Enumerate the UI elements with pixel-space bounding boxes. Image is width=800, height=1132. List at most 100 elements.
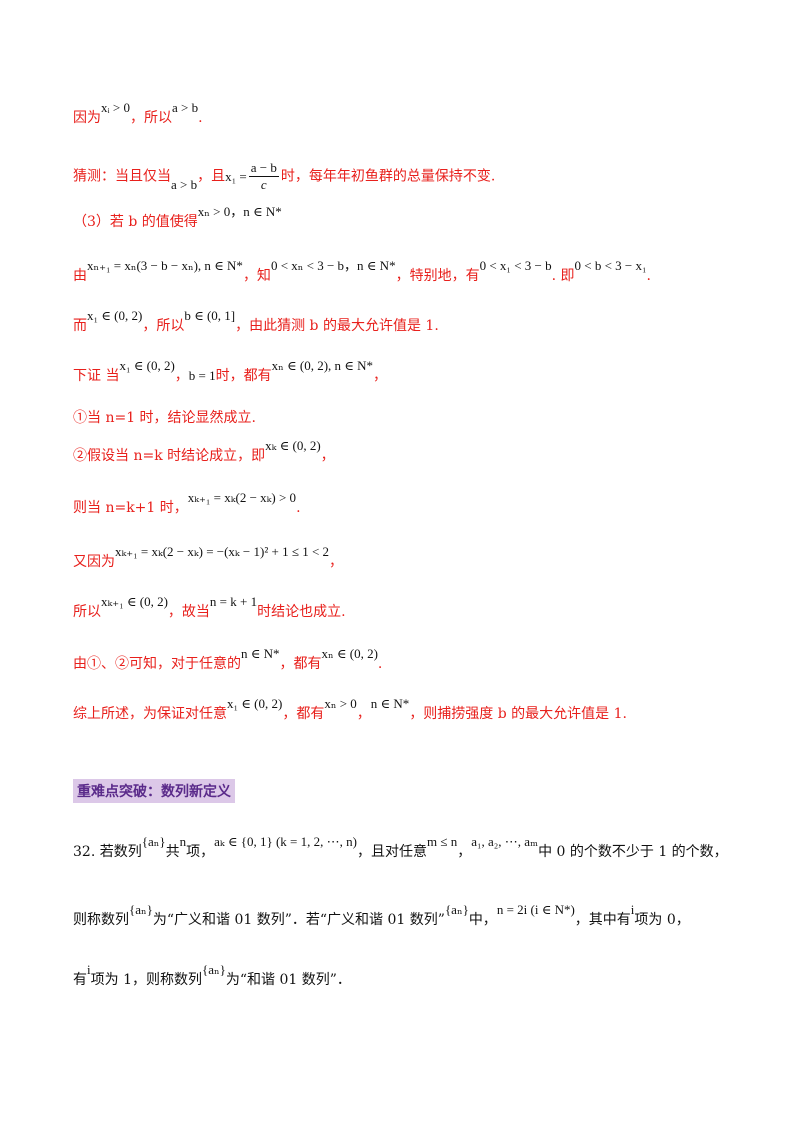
problem-line-1: 32. 若数列{aₙ}共n项，aₖ ∈ {0, 1} (k = 1, 2, ⋯,… [73, 834, 728, 862]
math: m ≤ n [426, 834, 458, 849]
text: 时，每年年初鱼群的总量保持不变. [280, 168, 496, 185]
text: ，由此猜测 b 的最大允许值是 1. [235, 318, 439, 334]
text: 为“广义和谐 01 数列”．若“广义和谐 01 数列” [152, 912, 445, 928]
text: 中， [468, 912, 497, 928]
text: 又因为 [73, 554, 115, 570]
text: ， [457, 844, 472, 860]
text: ，所以 [129, 110, 172, 126]
math: x₁ ∈ (0, 2) [87, 308, 143, 323]
solution-line-13: 综上所述，为保证对任意x₁ ∈ (0, 2)，都有xₙ > 0，n ∈ N*，则… [73, 696, 627, 724]
math: {aₙ} [444, 902, 469, 917]
solution-line-7: ①当 n=1 时，结论显然成立. [73, 408, 256, 428]
math: 0 < x₁ < 3 − b [479, 258, 552, 273]
text: ，且 [197, 168, 226, 185]
math: n ∈ N* [370, 696, 410, 711]
text: 下证 当 [73, 368, 120, 384]
math: {aₙ} [141, 834, 166, 849]
math: xₙ ∈ (0, 2), n ∈ N* [271, 358, 374, 373]
text: . [377, 656, 383, 672]
math: n ∈ N* [241, 646, 280, 661]
math: a > b [171, 176, 198, 192]
math: x₁ = [225, 168, 247, 184]
text: ，特别地，有 [395, 268, 480, 284]
text: 项， [186, 844, 215, 860]
text: ，其中有 [574, 912, 631, 928]
math: xₖ ∈ (0, 2) [265, 438, 321, 453]
text: 项为 1，则称数列 [90, 972, 202, 988]
text: 由①、②可知，对于任意的 [73, 656, 241, 672]
text: ， [373, 368, 388, 384]
solution-line-10: 又因为xₖ₊₁ = xₖ(2 − xₖ) = −(xₖ − 1)² + 1 ≤ … [73, 544, 344, 572]
math: xₙ > 0，n ∈ N* [197, 204, 282, 219]
text: 中 0 的个数不少于 1 的个数， [538, 844, 728, 860]
math: xₖ₊₁ ∈ (0, 2) [101, 594, 168, 609]
text: 时结论也成立. [257, 604, 346, 620]
solution-line-1: 因为xᵢ > 0，所以a > b. [73, 100, 203, 128]
solution-line-5: 而x₁ ∈ (0, 2)，所以b ∈ (0, 1]，由此猜测 b 的最大允许值是… [73, 308, 439, 336]
math: a₁, a₂, ⋯, aₘ [471, 834, 539, 849]
math: xₖ₊₁ = xₖ(2 − xₖ) > 0 [187, 490, 297, 505]
math: b = 1 [188, 368, 216, 383]
text: 项为 0， [634, 912, 690, 928]
math: aₖ ∈ {0, 1} (k = 1, 2, ⋯, n) [214, 834, 357, 849]
math: xᵢ > 0 [101, 100, 130, 115]
problem-line-3: 有i项为 1，则称数列{aₙ}为“和谐 01 数列”． [73, 962, 351, 990]
text: （3）若 b 的值使得 [73, 214, 198, 230]
math: {aₙ} [201, 962, 226, 977]
math: xₙ₊₁ = xₙ(3 − b − xₙ), n ∈ N* [87, 258, 243, 273]
math: xₙ > 0 [324, 696, 357, 711]
text: ，知 [242, 268, 271, 284]
math: n = k + 1 [209, 594, 258, 609]
text: 则称数列 [73, 912, 129, 928]
text: 时，都有 [215, 368, 272, 384]
math: n [179, 834, 187, 849]
text: 则当 n=k+1 时， [73, 500, 188, 516]
math: x₁ ∈ (0, 2) [119, 358, 175, 373]
text: ，都有 [279, 656, 322, 672]
text: 所以 [73, 604, 101, 620]
text: ，所以 [142, 318, 185, 334]
math: {aₙ} [129, 902, 153, 917]
text: . 即 [551, 268, 575, 284]
text: ，则捕捞强度 b 的最大允许值是 1. [409, 706, 627, 722]
math: xₙ ∈ (0, 2) [321, 646, 378, 661]
problem-line-2: 则称数列{aₙ}为“广义和谐 01 数列”．若“广义和谐 01 数列”{aₙ}中… [73, 902, 690, 930]
math: n = 2i (i ∈ N*) [496, 902, 575, 917]
text: ， [320, 448, 335, 464]
solution-line-11: 所以xₖ₊₁ ∈ (0, 2)，故当n = k + 1时结论也成立. [73, 594, 346, 622]
text: 32. 若数列 [73, 844, 142, 860]
text: 因为 [73, 110, 101, 126]
math: i [87, 962, 91, 977]
math: a > b [171, 100, 199, 115]
fraction-denominator: c [260, 177, 267, 192]
text: 综上所述，为保证对任意 [73, 706, 227, 722]
text: ，都有 [282, 706, 325, 722]
text: . [198, 110, 203, 126]
solution-line-4: 由xₙ₊₁ = xₙ(3 − b − xₙ), n ∈ N*，知0 < xₙ <… [73, 258, 651, 286]
math: i [630, 902, 635, 917]
math: xₖ₊₁ = xₖ(2 − xₖ) = −(xₖ − 1)² + 1 ≤ 1 <… [115, 544, 330, 559]
math: x₁ ∈ (0, 2) [227, 696, 283, 711]
solution-line-8: ②假设当 n=k 时结论成立，即xₖ ∈ (0, 2)， [73, 438, 335, 466]
text: 猜测：当且仅当 [73, 168, 171, 185]
math: 0 < b < 3 − x₁ [574, 258, 647, 273]
text: ， [356, 706, 371, 722]
text: ①当 n=1 时，结论显然成立. [73, 410, 257, 426]
fraction-numerator: a − b [248, 160, 279, 177]
text: 共 [165, 844, 180, 860]
text: ， [329, 554, 344, 570]
section-heading: 重难点突破：数列新定义 [73, 779, 235, 803]
text: ②假设当 n=k 时结论成立，即 [73, 448, 266, 464]
text: . [646, 268, 651, 284]
solution-line-6: 下证 当x₁ ∈ (0, 2) ， b = 1时，都有xₙ ∈ (0, 2), n … [73, 358, 388, 386]
text: 由 [73, 268, 87, 284]
text: 而 [73, 318, 87, 334]
text: ，且对任意 [356, 844, 427, 860]
solution-line-12: 由①、②可知，对于任意的n ∈ N*，都有xₙ ∈ (0, 2). [73, 646, 383, 674]
solution-line-3: （3）若 b 的值使得xₙ > 0，n ∈ N* [73, 204, 282, 232]
math: 0 < xₙ < 3 − b，n ∈ N* [270, 258, 396, 273]
solution-line-9: 则当 n=k+1 时，xₖ₊₁ = xₖ(2 − xₖ) > 0. [73, 490, 301, 518]
text: ，故当 [167, 604, 210, 620]
